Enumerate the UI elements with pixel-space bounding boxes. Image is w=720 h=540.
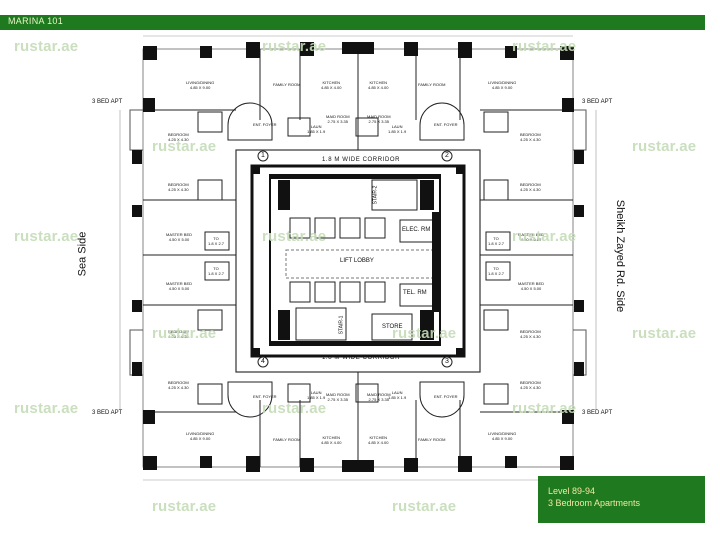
corner-number-3: 3 bbox=[445, 358, 449, 365]
title-text: MARINA 101 bbox=[8, 16, 64, 26]
entry-br: ENT. FOYER bbox=[434, 394, 458, 399]
apt-label-tr: 3 BED APT bbox=[582, 99, 613, 105]
watermark: rustar.ae bbox=[632, 325, 697, 342]
watermark: rustar.ae bbox=[632, 138, 697, 155]
watermark: rustar.ae bbox=[152, 498, 217, 515]
apt-label-tl: 3 BED APT bbox=[92, 99, 123, 105]
title-bar: MARINA 101 bbox=[0, 15, 705, 30]
family-tl: FAMILY ROOM bbox=[273, 82, 301, 87]
entry-bl: ENT. FOYER bbox=[253, 394, 277, 399]
corner-number-1: 1 bbox=[261, 152, 265, 159]
watermark: rustar.ae bbox=[262, 38, 327, 55]
stair-2-label: STAIR-2 bbox=[372, 185, 379, 205]
entry-tr: ENT. FOYER bbox=[434, 122, 458, 127]
watermark: rustar.ae bbox=[392, 498, 457, 515]
family-bl: FAMILY ROOM bbox=[273, 437, 301, 442]
stair-1-label: STAIR-1 bbox=[338, 315, 345, 335]
road-side-label: Sheikh Zayed Rd. Side bbox=[614, 199, 626, 313]
watermark: rustar.ae bbox=[262, 400, 327, 417]
watermark: rustar.ae bbox=[512, 400, 577, 417]
lift-lobby-label: LIFT LOBBY bbox=[340, 258, 374, 264]
watermark: rustar.ae bbox=[392, 325, 457, 342]
corridor-label-bottom: 1.8 M WIDE CORRIDOR bbox=[322, 355, 401, 361]
watermark: rustar.ae bbox=[262, 228, 327, 245]
apt-label-bl: 3 BED APT bbox=[92, 410, 123, 416]
corner-number-4: 4 bbox=[261, 358, 265, 365]
tel-room-label: TEL. RM bbox=[403, 290, 427, 296]
watermark: rustar.ae bbox=[512, 38, 577, 55]
level-info-box: Level 89-94 3 Bedroom Apartments bbox=[538, 476, 705, 523]
apartment-type-text: 3 Bedroom Apartments bbox=[548, 498, 641, 508]
corner-number-2: 2 bbox=[445, 152, 449, 159]
watermark: rustar.ae bbox=[512, 228, 577, 245]
corridor-label-top: 1.8 M WIDE CORRIDOR bbox=[322, 157, 401, 163]
watermark: rustar.ae bbox=[14, 38, 79, 55]
level-text: Level 89-94 bbox=[548, 486, 596, 496]
family-br: FAMILY ROOM bbox=[418, 437, 446, 442]
watermark: rustar.ae bbox=[14, 228, 79, 245]
apt-label-br: 3 BED APT bbox=[582, 410, 613, 416]
elec-room-label: ELEC. RM bbox=[402, 227, 431, 233]
store-label: STORE bbox=[382, 324, 403, 330]
watermark: rustar.ae bbox=[152, 138, 217, 155]
entry-tl: ENT. FOYER bbox=[253, 122, 277, 127]
family-tr: FAMILY ROOM bbox=[418, 82, 446, 87]
watermark: rustar.ae bbox=[14, 400, 79, 417]
watermark: rustar.ae bbox=[152, 325, 217, 342]
